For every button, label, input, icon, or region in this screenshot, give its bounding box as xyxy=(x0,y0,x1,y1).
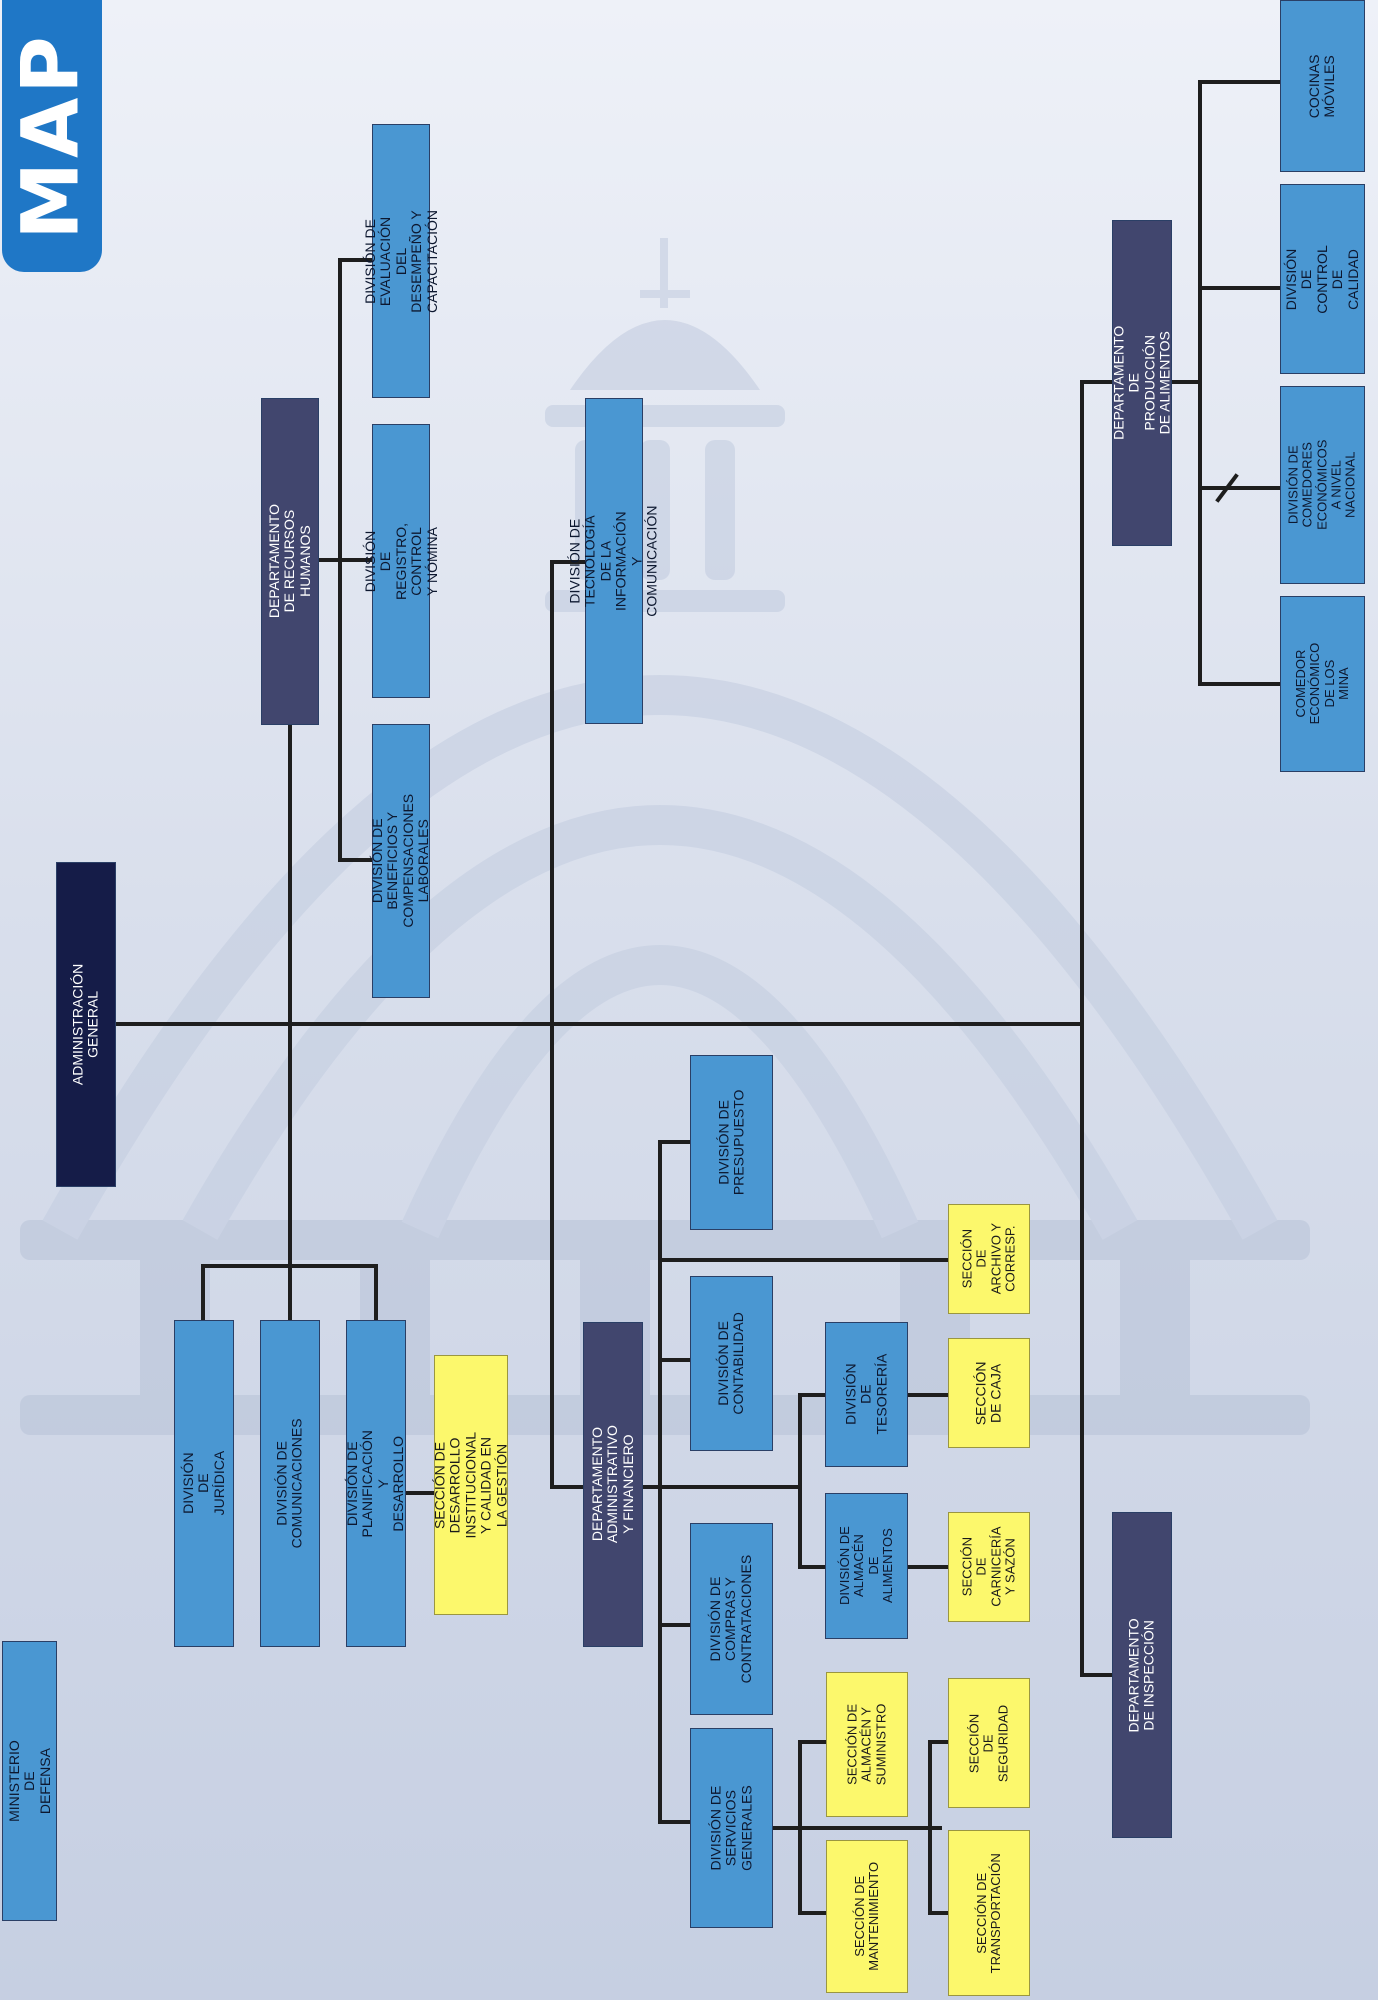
ministry-label: MINISTERIO DE DEFENSA xyxy=(2,1641,57,1921)
production-department-box[interactable]: DEPARTAMENTO DE PRODUCCIÓN DE ALIMENTOS xyxy=(1110,220,1172,546)
div-beneficios-box[interactable]: DIVISIÓN DE BENEFICIOS Y COMPENSACIONES … xyxy=(369,724,431,998)
sec-transportacion-box[interactable]: SECCIÓN DE TRANSPORTACIÓN xyxy=(948,1830,1030,1996)
map-logo: MAP xyxy=(2,0,102,272)
sec-carniceria-box[interactable]: SECCIÓN DE CARNICERÍA Y SAZÓN xyxy=(948,1512,1030,1622)
div-planificacion-box[interactable]: DIVISIÓN DE PLANIFICACIÓN Y DESARROLLO xyxy=(344,1320,406,1647)
div-compras-box[interactable]: DIVISIÓN DE COMPRAS Y CONTRATACIONES xyxy=(690,1523,773,1715)
inspeccion-department-box[interactable]: DEPARTAMENTO DE INSPECCIÓN xyxy=(1112,1512,1172,1838)
admin-general-box[interactable]: ADMINISTRACIÓN GENERAL xyxy=(56,862,116,1187)
div-presupuesto-box[interactable]: DIVISIÓN DE PRESUPUESTO xyxy=(690,1055,773,1230)
sec-caja-box[interactable]: SECCIÓN DE CAJA xyxy=(948,1338,1030,1448)
div-control-calidad-box[interactable]: DIVISIÓN DE CONTROL DE CALIDAD xyxy=(1280,184,1365,374)
sec-almacen-suministro-box[interactable]: SECCIÓN DE ALMACÉN Y SUMINISTRO xyxy=(826,1672,908,1817)
div-comunicaciones-box[interactable]: DIVISIÓN DE COMUNICACIONES xyxy=(260,1320,320,1647)
sec-mantenimiento-box[interactable]: SECCIÓN DE MANTENIMIENTO xyxy=(826,1840,908,1993)
div-evaluacion-box[interactable]: DIVISIÓN DE EVALUACIÓN DEL DESEMPEÑO Y C… xyxy=(362,124,439,398)
sec-archivo-box[interactable]: SECCIÓN DE ARCHIVO Y CORRESP. xyxy=(948,1204,1030,1314)
div-comedores-box[interactable]: DIVISIÓN DE COMEDORES ECONÓMICOS A NIVEL… xyxy=(1280,386,1365,584)
sec-seguridad-box[interactable]: SECCIÓN DE SEGURIDAD xyxy=(948,1678,1030,1808)
cocinas-moviles-box[interactable]: COCINAS MÓVILES xyxy=(1280,0,1365,172)
div-registro-box[interactable]: DIVISIÓN DE REGISTRO, CONTROL Y NÓMINA xyxy=(362,424,439,698)
div-tic-box[interactable]: DIVISIÓN DE TECNOLOGÍA DE LA INFORMACIÓN… xyxy=(567,398,660,724)
div-contabilidad-box[interactable]: DIVISIÓN DE CONTABILIDAD xyxy=(690,1276,773,1451)
div-juridica-box[interactable]: DIVISIÓN DE JURÍDICA xyxy=(174,1320,234,1647)
sec-desarrollo-box[interactable]: SECCIÓN DE DESARROLLO INSTITUCIONAL Y CA… xyxy=(432,1355,509,1615)
div-servicios-box[interactable]: DIVISIÓN DE SERVICIOS GENERALES xyxy=(690,1728,773,1928)
div-almacen-alimentos-box[interactable]: DIVISIÓN DE ALMACÉN DE ALIMENTOS xyxy=(825,1493,908,1639)
admin-fin-department-box[interactable]: DEPARTAMENTO ADMINISTRATIVO Y FINANCIERO xyxy=(583,1322,643,1647)
comedor-mina-box[interactable]: COMEDOR ECONÓMICO DE LOS MINA xyxy=(1280,596,1365,772)
div-tesoreria-box[interactable]: DIVISIÓN DE TESORERÍA xyxy=(825,1322,908,1467)
rrhh-department-box[interactable]: DEPARTAMENTO DE RECURSOS HUMANOS xyxy=(261,398,319,725)
